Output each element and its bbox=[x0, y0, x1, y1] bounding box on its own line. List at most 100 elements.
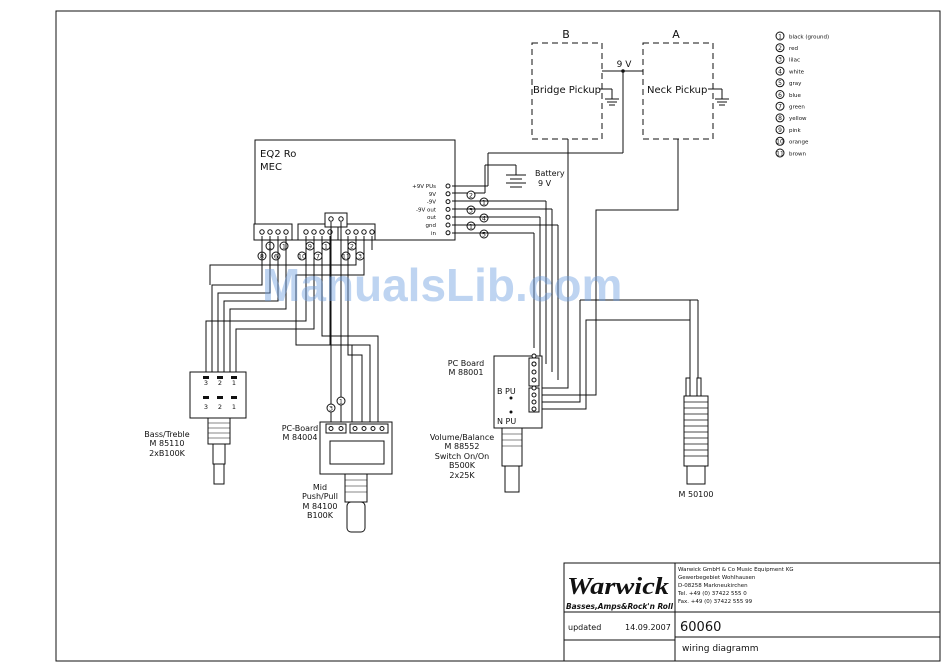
svg-text:2: 2 bbox=[350, 243, 354, 251]
svg-text:4: 4 bbox=[778, 68, 782, 75]
svg-text:orange: orange bbox=[789, 140, 809, 146]
eq-pin bbox=[445, 199, 451, 205]
eq-output-wires bbox=[452, 139, 691, 410]
svg-text:2: 2 bbox=[469, 192, 473, 200]
eq-bottom-wire-number: 1 bbox=[321, 241, 331, 251]
eq-pin bbox=[445, 191, 451, 197]
svg-text:1: 1 bbox=[339, 398, 343, 406]
svg-text:9: 9 bbox=[308, 243, 312, 251]
volume-balance-pot: PC Board M 88001 B PU N PU Volume/Balanc… bbox=[430, 353, 543, 493]
neck-pickup-label: Neck Pickup bbox=[647, 85, 707, 96]
svg-text:gray: gray bbox=[789, 81, 802, 87]
title-block: Warwick Basses,Amps&Rock'n Roll Warwick … bbox=[563, 562, 941, 662]
warwick-logo: Warwick bbox=[567, 574, 669, 600]
voltage-label: 9 V bbox=[617, 60, 633, 70]
pickup-a: A Neck Pickup bbox=[642, 28, 729, 140]
company-line: Gewerbegebiet Wohlhausen bbox=[678, 575, 756, 581]
svg-text:7: 7 bbox=[778, 104, 782, 111]
mid-label-line3: M 84100 bbox=[303, 502, 338, 511]
svg-text:1: 1 bbox=[469, 223, 473, 231]
mid-label-line1: Mid bbox=[313, 483, 327, 492]
bass-treble-label-line1: Bass/Treble bbox=[144, 430, 189, 439]
volume-label-line1: Volume/Balance bbox=[430, 433, 494, 442]
volume-label-line2: M 88552 bbox=[445, 442, 480, 451]
eq-side-wire-number: 5 bbox=[479, 229, 489, 239]
legend-item: 7 green bbox=[775, 101, 805, 111]
legend-item: 1 black (ground) bbox=[775, 31, 829, 41]
svg-text:red: red bbox=[789, 46, 798, 52]
svg-text:1: 1 bbox=[232, 403, 236, 411]
svg-text:black (ground): black (ground) bbox=[789, 34, 829, 40]
svg-text:3: 3 bbox=[469, 207, 473, 215]
svg-text:1: 1 bbox=[282, 243, 286, 251]
mid-label-line2: Push/Pull bbox=[302, 492, 338, 501]
eq-side-wire-number: 1 bbox=[479, 197, 489, 207]
svg-text:3: 3 bbox=[204, 403, 208, 411]
svg-text:7: 7 bbox=[316, 253, 320, 261]
warwick-slogan: Basses,Amps&Rock'n Roll bbox=[566, 602, 673, 611]
svg-text:3: 3 bbox=[329, 405, 333, 413]
eq-pin bbox=[445, 206, 451, 212]
svg-text:2: 2 bbox=[218, 379, 222, 387]
svg-text:11: 11 bbox=[342, 253, 350, 261]
n-pu-label: N PU bbox=[497, 417, 516, 426]
eq-bottom-wire-number: 2 bbox=[347, 241, 357, 251]
battery-label: Battery bbox=[535, 169, 565, 178]
eq-pin bbox=[445, 230, 451, 236]
svg-text:10: 10 bbox=[776, 139, 784, 146]
eq-side-wire-number: 1 bbox=[466, 221, 476, 231]
svg-text:10: 10 bbox=[298, 253, 306, 261]
mid-pot: 31 PC-Board M 84004 Mid Push/Pull M 8410… bbox=[282, 396, 393, 533]
legend-item: 4 white bbox=[775, 66, 805, 76]
svg-text:2: 2 bbox=[778, 45, 782, 52]
watermark: ManualsLib.com bbox=[262, 259, 622, 311]
eq-side-wire-number: 2 bbox=[466, 190, 476, 200]
bridge-pickup-label: Bridge Pickup bbox=[533, 85, 601, 96]
eq-bottom-connectors bbox=[253, 212, 376, 241]
volume-label-line5: 2x25K bbox=[449, 471, 475, 480]
eq-subtitle: MEC bbox=[260, 162, 282, 173]
pickup-b-letter: B bbox=[562, 28, 570, 41]
svg-text:3: 3 bbox=[204, 379, 208, 387]
eq-pin-label: out bbox=[427, 215, 437, 221]
updated-date: 14.09.2007 bbox=[625, 623, 671, 632]
eq-side-wire-number: 4 bbox=[479, 213, 489, 223]
eq-bottom-wire-number: 1 bbox=[279, 241, 289, 251]
eq-pin-label: 9V bbox=[429, 192, 436, 198]
mid-label-line4: B100K bbox=[307, 511, 334, 520]
pickup-b: B Bridge Pickup bbox=[531, 28, 619, 140]
svg-text:white: white bbox=[789, 69, 805, 75]
bass-treble-label-line3: 2xB100K bbox=[149, 449, 186, 458]
svg-text:1: 1 bbox=[324, 243, 328, 251]
company-line: Tel. +49 (0) 37422 555 0 bbox=[677, 591, 747, 597]
svg-text:11: 11 bbox=[776, 150, 784, 157]
company-line: D-08258 Markneukirchen bbox=[678, 583, 748, 589]
eq-pin-label: -9V bbox=[427, 200, 436, 206]
company-line: Fax. +49 (0) 37422 555 99 bbox=[678, 599, 753, 605]
svg-text:1: 1 bbox=[778, 33, 782, 40]
svg-text:2: 2 bbox=[218, 403, 222, 411]
svg-text:8: 8 bbox=[778, 115, 782, 122]
mid-wire-number: 3 bbox=[326, 403, 336, 413]
company-line: Warwick GmbH & Co Music Equipment KG bbox=[678, 567, 794, 573]
svg-text:green: green bbox=[789, 105, 805, 111]
eq-pin bbox=[445, 222, 451, 228]
volume-label-line4: B500K bbox=[449, 461, 476, 470]
eq-pin-label: +9V PUs bbox=[412, 184, 436, 190]
eq-pin bbox=[445, 183, 451, 189]
legend-item: 2 red bbox=[775, 43, 798, 53]
pc-board-mid-label-line1: PC-Board bbox=[282, 424, 319, 433]
jack-label: M 50100 bbox=[679, 490, 714, 499]
mid-wire-number: 1 bbox=[336, 396, 346, 406]
pc-board-vol-label-line2: M 88001 bbox=[449, 368, 484, 377]
eq-side-wire-number: 3 bbox=[466, 205, 476, 215]
svg-text:6: 6 bbox=[778, 92, 782, 99]
svg-text:5: 5 bbox=[482, 231, 486, 239]
svg-text:3: 3 bbox=[358, 253, 362, 261]
